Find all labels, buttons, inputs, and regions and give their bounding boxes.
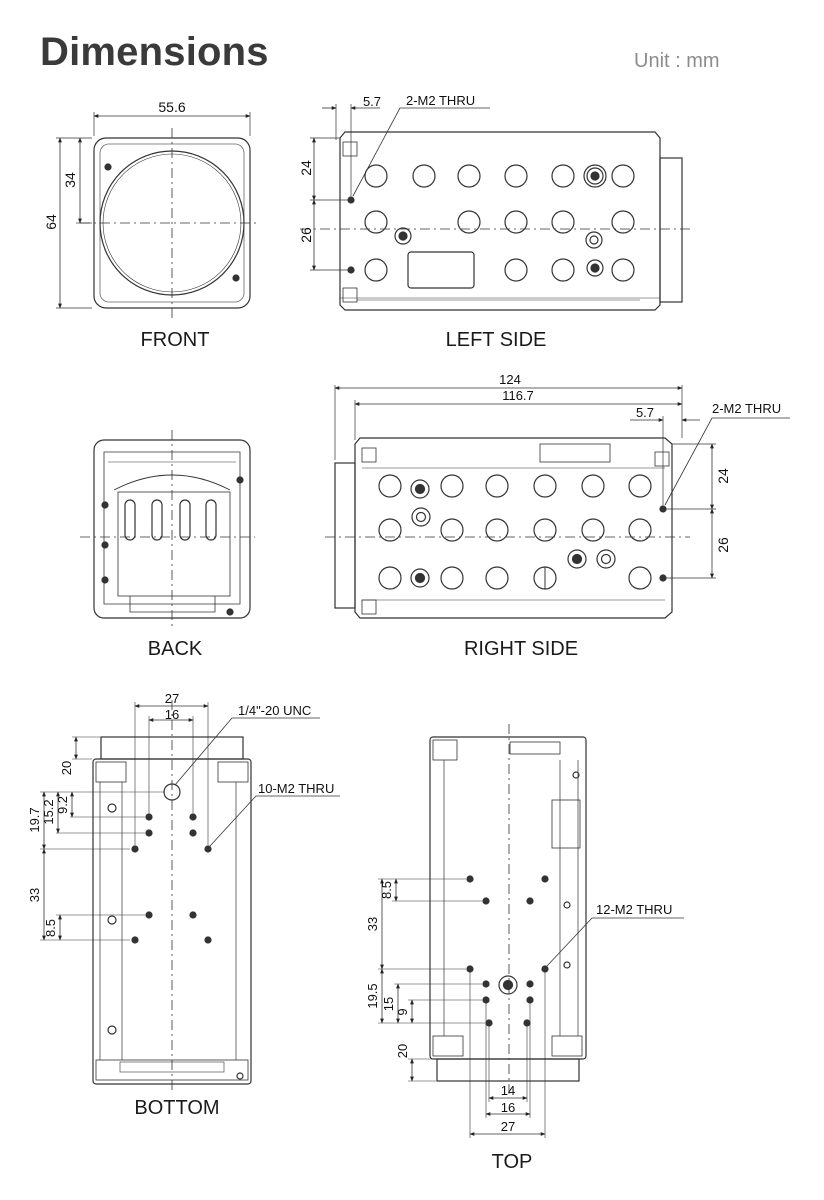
- top-view: [378, 724, 684, 1138]
- right-callout-text: 2-M2 THRU: [712, 401, 781, 416]
- right-body-dim: 116.7: [502, 388, 534, 403]
- top-w27-dim: 27: [501, 1119, 515, 1134]
- left-callout-text: 2-M2 THRU: [406, 93, 475, 108]
- top-h9-dim: 9: [395, 1008, 410, 1015]
- top-h19_5-dim: 19.5: [365, 983, 380, 1008]
- left-callout-leader: [352, 107, 490, 197]
- right-body-outline: [354, 437, 673, 619]
- right-m2-hole-bottom: [659, 574, 667, 582]
- right-callout-leader: [664, 417, 790, 506]
- front-height-dim: 64: [43, 214, 59, 230]
- top-h15-dim: 15: [381, 997, 396, 1011]
- front-half-dim: 34: [62, 172, 78, 188]
- top-w14-dim: 14: [501, 1083, 515, 1098]
- bottom-h15_2-dim: 15.2: [41, 799, 56, 824]
- bottom-h9_2-dim: 9.2: [55, 796, 70, 814]
- bottom-w16-dim: 16: [165, 707, 179, 722]
- left-label-window: [407, 251, 475, 289]
- front-width-dim: 55.6: [158, 99, 185, 115]
- page-title: Dimensions: [40, 30, 269, 74]
- front-mount-hole-top: [104, 163, 112, 171]
- bottom-view-label: BOTTOM: [134, 1097, 220, 1119]
- right-offset-dim: 5.7: [636, 405, 654, 420]
- top-tripod-hole: [498, 975, 518, 995]
- left-offset-dim: 5.7: [363, 94, 381, 109]
- right-side-view: [325, 385, 790, 619]
- top-h33-dim: 33: [365, 917, 380, 931]
- left-d2-dim: 26: [298, 227, 314, 243]
- left-side-view: [300, 104, 690, 311]
- unit-label: Unit : mm: [634, 50, 720, 72]
- left-d1-dim: 24: [298, 160, 314, 176]
- top-callout-leader: [546, 917, 684, 967]
- right-overall-dim: 124: [499, 372, 521, 387]
- front-mount-hole-bottom: [232, 274, 240, 282]
- left-m2-hole-bottom: [347, 266, 355, 274]
- top-lens-flange: [436, 1058, 580, 1082]
- bottom-h8_5-dim: 8.5: [43, 919, 58, 937]
- top-h8_5-dim: 8.5: [379, 881, 394, 899]
- bottom-holes-callout: 10-M2 THRU: [258, 781, 334, 796]
- top-h20-dim: 20: [395, 1044, 410, 1058]
- bottom-holes-leader: [209, 795, 340, 847]
- left-lens-flange: [659, 157, 683, 303]
- bottom-tripod-callout: 1/4"-20 UNC: [238, 703, 311, 718]
- right-d1-dim: 24: [715, 468, 731, 484]
- top-w16-dim: 16: [501, 1100, 515, 1115]
- top-callout-text: 12-M2 THRU: [596, 902, 672, 917]
- left-side-view-label: LEFT SIDE: [445, 329, 547, 351]
- back-view: [80, 430, 255, 630]
- left-body-outline: [339, 131, 661, 311]
- bottom-h33-dim: 33: [27, 888, 42, 902]
- bottom-tripod-leader: [174, 717, 320, 786]
- front-view: [56, 112, 260, 318]
- bottom-w27-dim: 27: [165, 691, 179, 706]
- left-m2-hole-top: [347, 196, 355, 204]
- top-view-label: TOP: [491, 1151, 533, 1173]
- right-m2-hole-top: [659, 505, 667, 513]
- back-view-label: BACK: [147, 638, 203, 660]
- right-side-view-label: RIGHT SIDE: [463, 638, 579, 660]
- top-body-outline: [429, 736, 587, 1060]
- bottom-view: [40, 700, 340, 1094]
- right-lens-flange: [334, 462, 356, 609]
- bottom-h20-dim: 20: [59, 761, 74, 775]
- right-d2-dim: 26: [715, 537, 731, 553]
- front-view-label: FRONT: [140, 329, 210, 351]
- bottom-h19_7-dim: 19.7: [27, 807, 42, 832]
